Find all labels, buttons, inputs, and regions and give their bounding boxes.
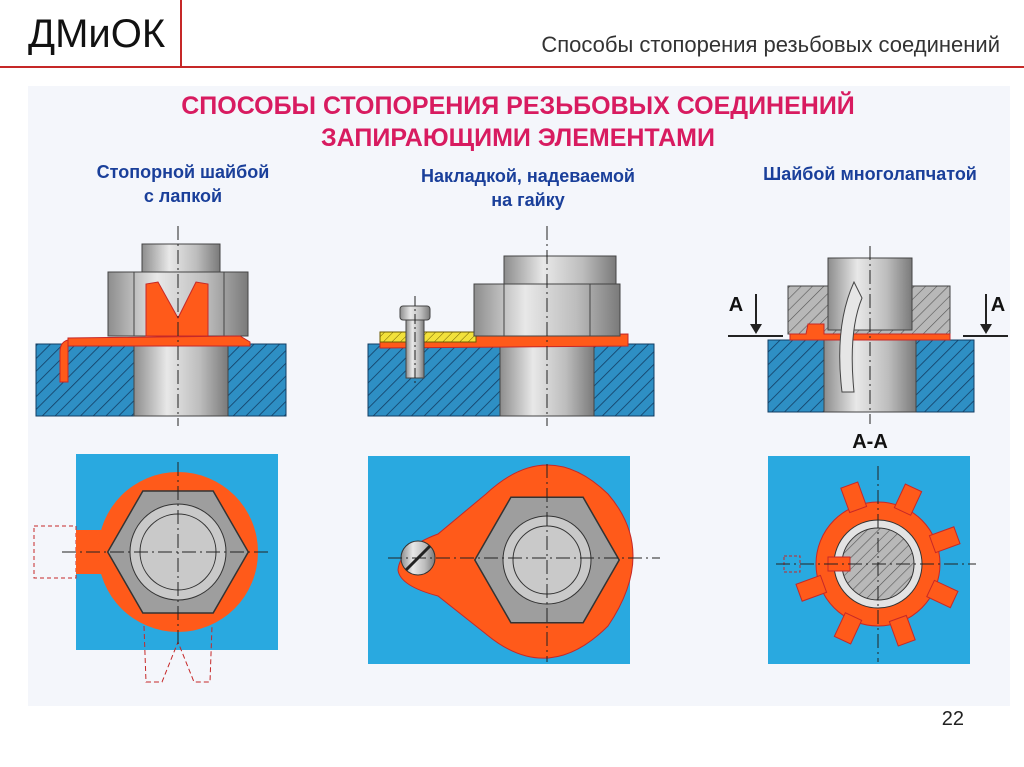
col2-side-view [367, 226, 655, 426]
col3-side-view [728, 246, 1008, 424]
col2-caption-line1: Накладкой, надеваемой [421, 166, 635, 186]
figure-drawing: СПОСОБЫ СТОПОРЕНИЯ РЕЗЬБОВЫХ СОЕДИНЕНИЙ … [28, 86, 1010, 706]
slide-heading-line1: СПОСОБЫ СТОПОРЕНИЯ РЕЗЬБОВЫХ СОЕДИНЕНИЙ [181, 90, 855, 120]
col1-side-view [35, 226, 287, 426]
section-label: А-А [852, 431, 888, 453]
page-number: 22 [941, 708, 964, 730]
col1-caption-line2: с лапкой [144, 186, 222, 206]
page-title: Способы стопорения резьбовых соединений [541, 32, 1000, 57]
header-divider-vertical [180, 0, 182, 66]
col1-caption-line1: Стопорной шайбой [97, 162, 270, 182]
col2-plan-view [368, 456, 660, 664]
col1-plan-view [33, 454, 278, 683]
col3-caption: Шайбой многолапчатой [763, 164, 977, 184]
section-mark-left: А [729, 294, 743, 316]
col3-section-view [768, 456, 976, 664]
header-divider-horizontal [0, 66, 1024, 68]
logo: ДМиОК [28, 12, 166, 56]
slide-figure: СПОСОБЫ СТОПОРЕНИЯ РЕЗЬБОВЫХ СОЕДИНЕНИЙ … [28, 86, 1010, 706]
slide-heading-line2: ЗАПИРАЮЩИМИ ЭЛЕМЕНТАМИ [321, 124, 715, 152]
col2-caption-line2: на гайку [491, 190, 564, 210]
section-mark-right: А [991, 294, 1005, 316]
